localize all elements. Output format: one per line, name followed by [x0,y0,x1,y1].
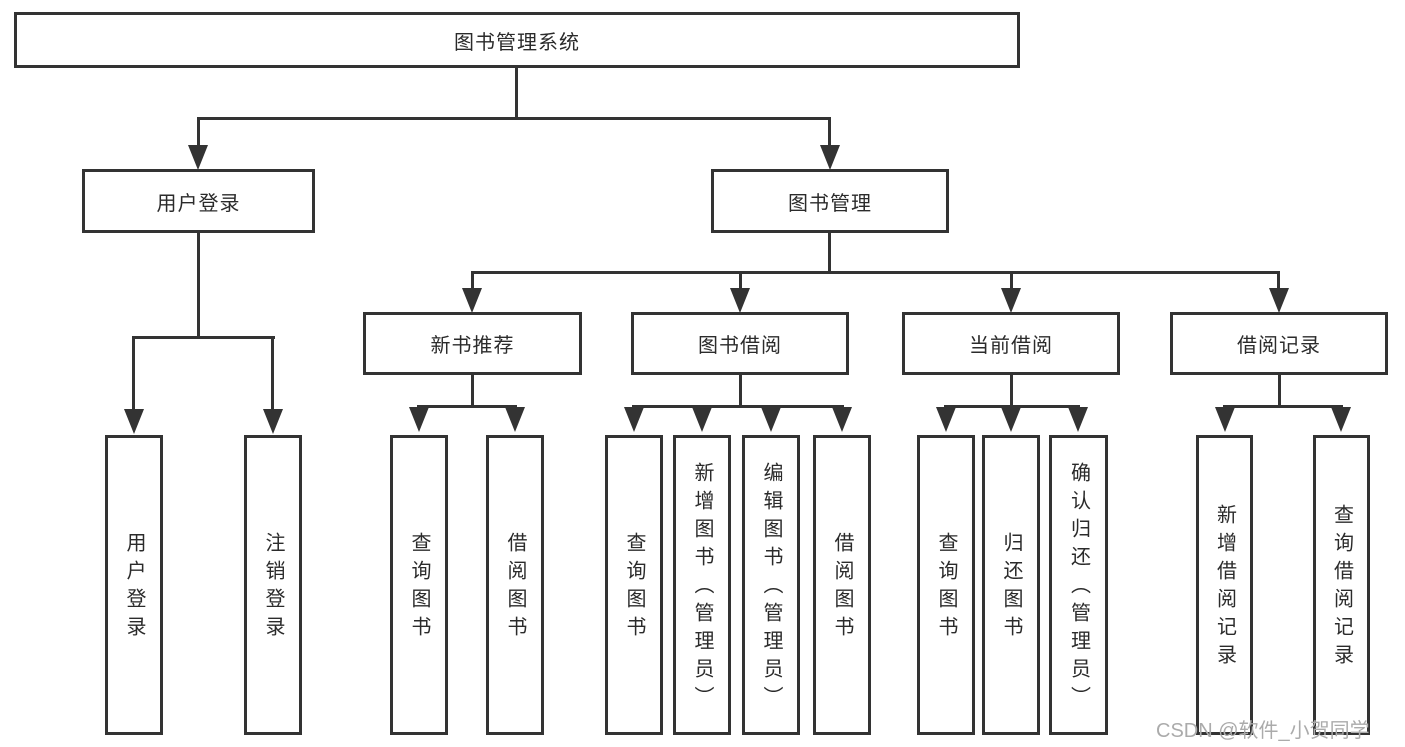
arrow-down-icon [1001,288,1021,313]
leaf-return-books: 归还图书 [982,435,1040,735]
node-new-book-recommendation: 新书推荐 [363,312,582,375]
connector-line [944,405,1080,408]
arrow-down-icon [624,407,644,432]
node-library-management-system: 图书管理系统 [14,12,1020,68]
connector-line [132,336,275,339]
arrow-down-icon [1068,407,1088,432]
connector-line [739,375,742,407]
connector-line [828,117,831,147]
arrow-down-icon [462,288,482,313]
arrow-down-icon [832,407,852,432]
arrow-down-icon [820,145,840,170]
arrow-down-icon [730,288,750,313]
node-book-management: 图书管理 [711,169,949,233]
arrow-down-icon [936,407,956,432]
connector-line [1278,375,1281,407]
connector-line [417,405,517,408]
connector-line [1223,405,1343,408]
arrow-down-icon [1331,407,1351,432]
arrow-down-icon [1269,288,1289,313]
connector-line [471,375,474,407]
connector-line [1010,271,1013,290]
arrow-down-icon [409,407,429,432]
connector-line [828,233,831,273]
leaf-logout-login: 注销登录 [244,435,302,735]
connector-line [132,336,135,411]
leaf-query-books: 查询图书 [605,435,663,735]
watermark: CSDN @软件_小贺同学 [1156,720,1370,742]
leaf-user-login: 用户登录 [105,435,163,735]
leaf-query-books: 查询图书 [917,435,975,735]
connector-line [739,271,742,290]
arrow-down-icon [761,407,781,432]
connector-line [1010,375,1013,407]
arrow-down-icon [1001,407,1021,432]
arrow-down-icon [1215,407,1235,432]
connector-line [1277,271,1280,290]
leaf-query-books: 查询图书 [390,435,448,735]
arrow-down-icon [188,145,208,170]
leaf-add-borrow-record: 新增借阅记录 [1196,435,1253,735]
node-user-login: 用户登录 [82,169,315,233]
arrow-down-icon [124,409,144,434]
leaf-query-borrow-record: 查询借阅记录 [1313,435,1370,735]
node-borrowing-records: 借阅记录 [1170,312,1388,375]
node-current-borrowing: 当前借阅 [902,312,1120,375]
leaf-borrow-books: 借阅图书 [813,435,871,735]
leaf-borrow-books: 借阅图书 [486,435,544,735]
connector-line [632,405,844,408]
connector-line [197,117,200,147]
connector-line [271,336,274,411]
connector-line [197,117,831,120]
connector-line [515,68,518,119]
leaf-confirm-return-admin: 确认归还（管理员） [1049,435,1108,735]
arrow-down-icon [263,409,283,434]
arrow-down-icon [692,407,712,432]
node-book-borrowing: 图书借阅 [631,312,849,375]
arrow-down-icon [505,407,525,432]
connector-line [471,271,1280,274]
leaf-edit-books-admin: 编辑图书（管理员） [742,435,800,735]
connector-line [471,271,474,290]
leaf-add-books-admin: 新增图书（管理员） [673,435,731,735]
connector-line [197,233,200,338]
